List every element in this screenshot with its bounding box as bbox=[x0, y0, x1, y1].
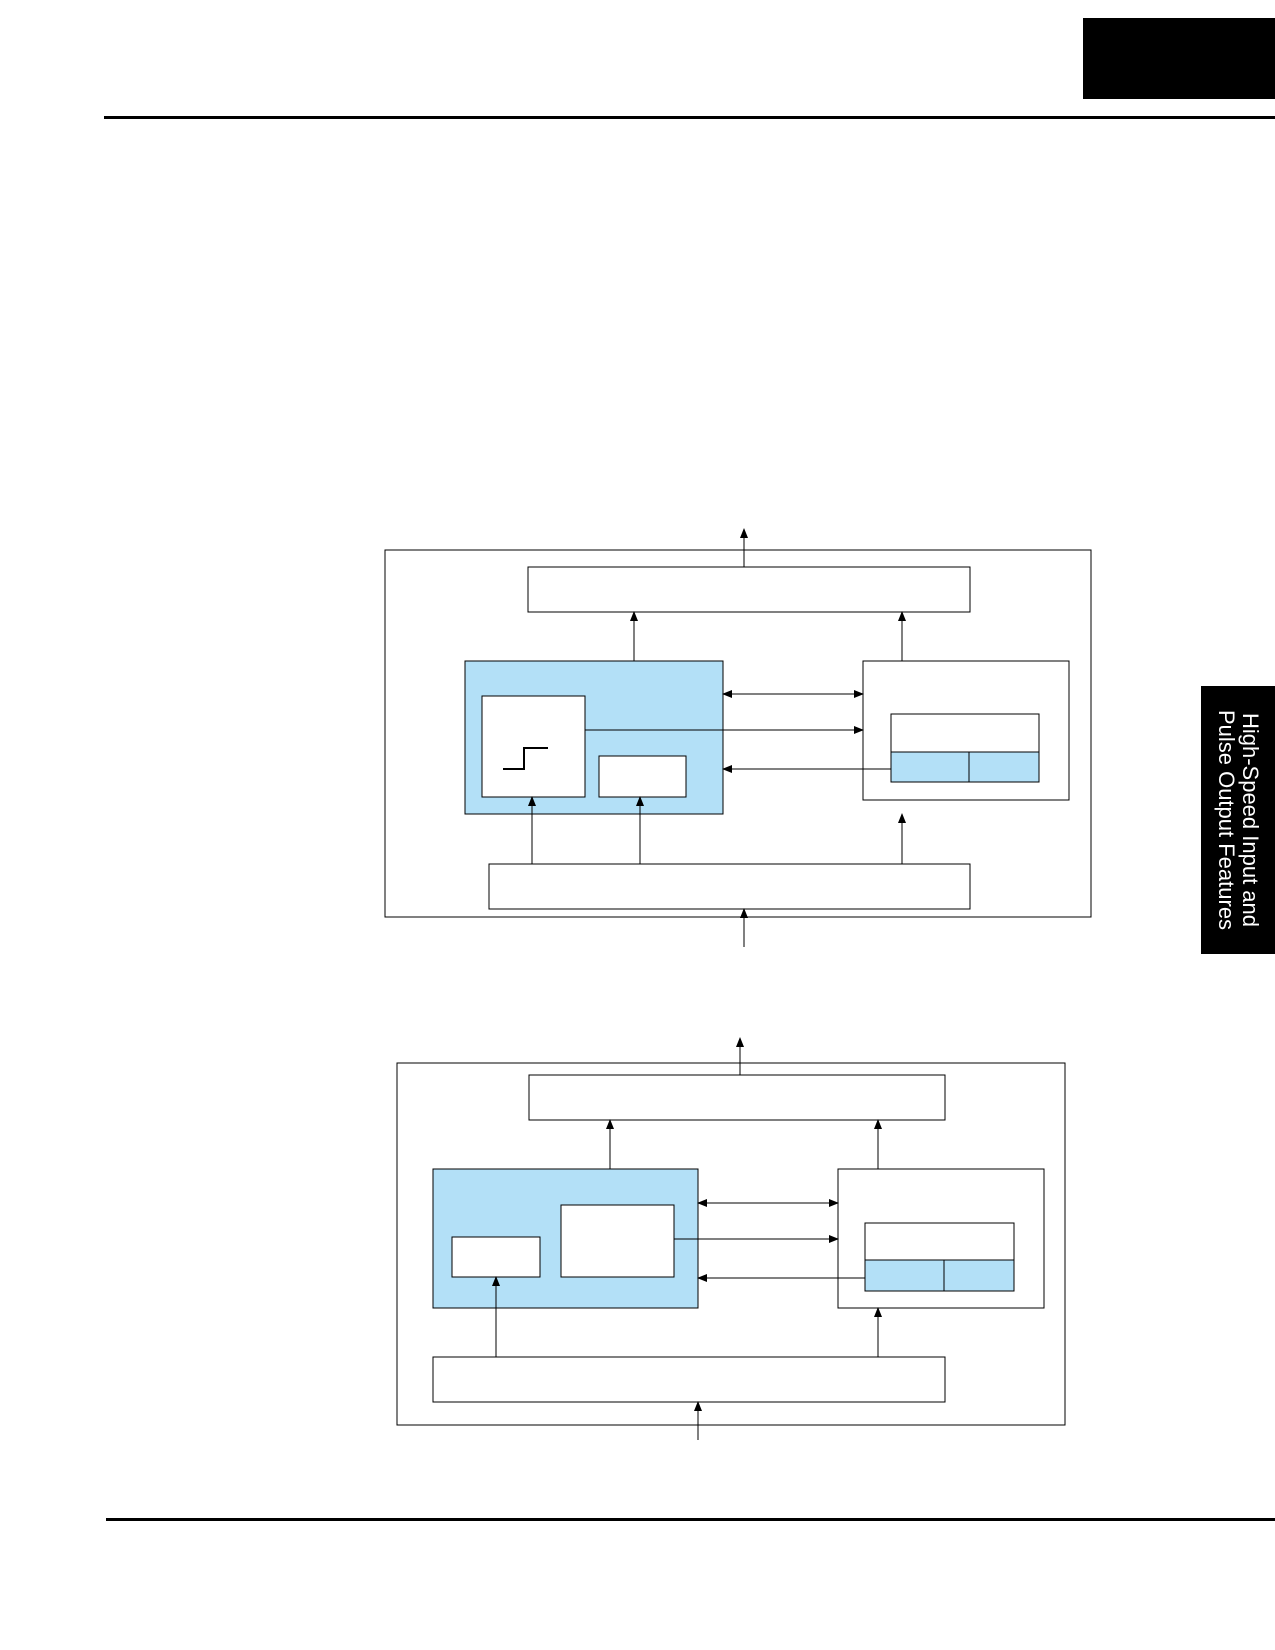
diagram-1-register-cell-a bbox=[890, 751, 970, 783]
diagram-1 bbox=[384, 528, 1092, 947]
diagram-2-small-inner-box bbox=[451, 1236, 541, 1278]
diagram-1-step-inner-box bbox=[481, 695, 586, 798]
diagram-1-top-bar bbox=[527, 566, 971, 613]
diagram-2-top-bar bbox=[528, 1074, 946, 1121]
diagram-2-register-cell-a bbox=[864, 1259, 945, 1292]
step-function-icon bbox=[503, 747, 548, 770]
diagram-1-outer-frame bbox=[384, 549, 1092, 918]
header-rule bbox=[104, 116, 1275, 119]
section-side-tab: High-Speed Input and Pulse Output Featur… bbox=[1201, 686, 1275, 954]
footer-rule bbox=[106, 1518, 1275, 1521]
diagram-2-outer-frame bbox=[396, 1062, 1066, 1426]
diagram-1-bottom-bar bbox=[488, 863, 971, 910]
diagram-1-small-inner-box bbox=[598, 755, 687, 798]
diagram-2 bbox=[396, 1037, 1066, 1440]
diagram-2-large-inner-box bbox=[560, 1204, 675, 1278]
chapter-tab-corner bbox=[1083, 18, 1275, 99]
diagram-1-register-cell-b bbox=[968, 751, 1040, 783]
diagram-1-register-box bbox=[890, 713, 1040, 753]
diagram-2-register-cell-b bbox=[943, 1259, 1015, 1292]
diagram-2-register-box bbox=[864, 1222, 1015, 1261]
diagram-2-bottom-bar bbox=[432, 1356, 946, 1403]
